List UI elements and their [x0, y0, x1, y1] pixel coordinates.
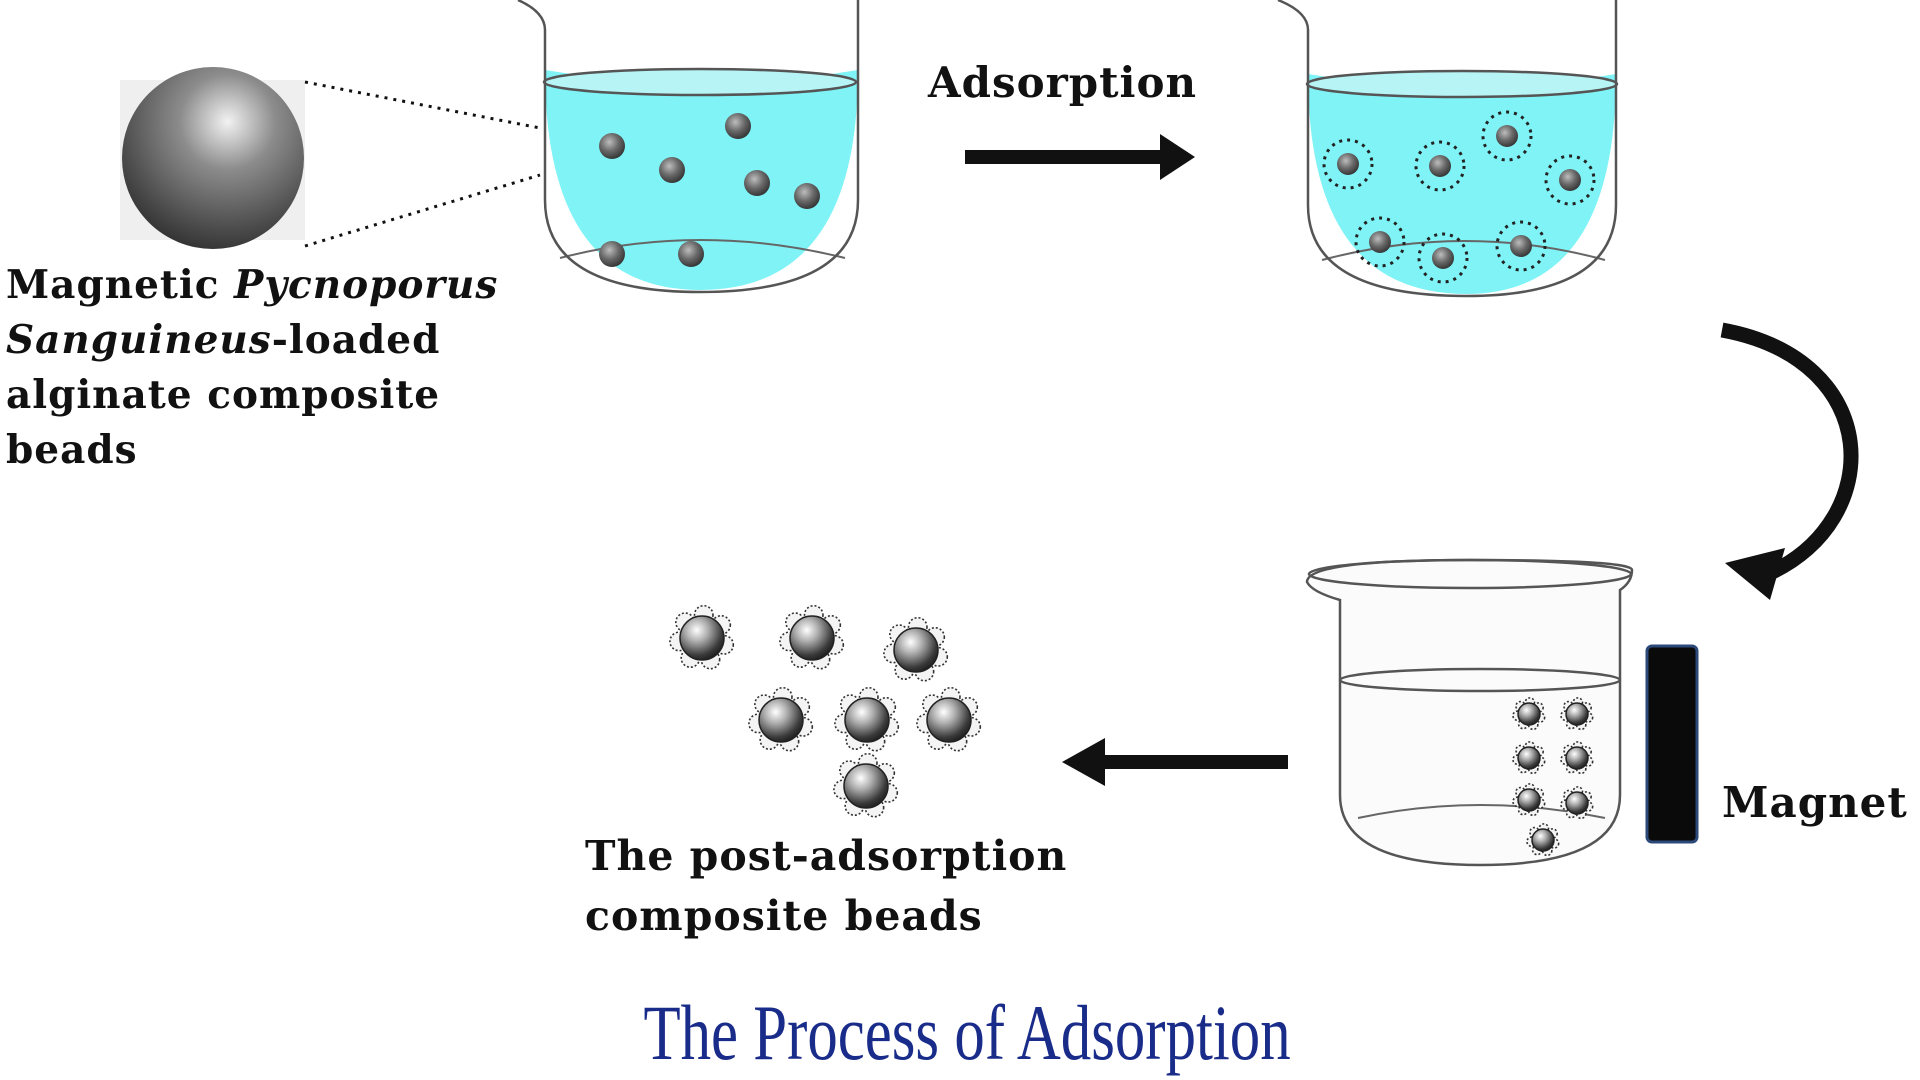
bead-icon [599, 133, 625, 159]
beaker-bottom-curve [559, 239, 846, 259]
arrow-left-icon [1062, 738, 1288, 786]
post-adsorption-bead-icon [1512, 783, 1546, 817]
beaker-magnet [1305, 558, 1634, 867]
post-adsorption-label: The post-adsorption composite beads [585, 826, 1067, 946]
bead-icon [744, 170, 770, 196]
coated-bead-icon [1495, 220, 1547, 272]
post-adsorption-bead-icon [834, 686, 900, 752]
beaker-outline [1277, 0, 1618, 298]
post-adsorption-bead-icon [1560, 697, 1594, 731]
coated-bead-icon [1414, 140, 1466, 192]
post-adsorption-bead-icon [1560, 786, 1594, 820]
post-adsorption-bead-icon [1526, 823, 1560, 857]
post-adsorption-bead-cluster [669, 604, 982, 818]
bead-icon [725, 113, 751, 139]
coated-bead-icon [1417, 232, 1469, 284]
coated-bead-icon [1354, 216, 1406, 268]
adsorption-label: Adsorption [928, 58, 1198, 107]
post-label-line: composite beads [585, 892, 983, 940]
solution-surface [542, 67, 858, 97]
post-label-line: The post-adsorption [585, 832, 1068, 880]
post-adsorption-bead-icon [1512, 697, 1546, 731]
post-adsorption-bead-icon [833, 752, 899, 818]
beaker-initial [517, 0, 860, 294]
beaker-outline [517, 0, 860, 294]
coated-bead-icon [1481, 110, 1533, 162]
beaker-adsorbed [1277, 0, 1619, 298]
coated-bead-icon [1322, 138, 1374, 190]
bead-icon [678, 241, 704, 267]
bead-label-line: Magnetic Pycnoporus [6, 262, 499, 308]
zoom-line-bottom [304, 173, 541, 248]
post-adsorption-bead-icon [1560, 741, 1594, 775]
solution-fill [545, 70, 858, 290]
curved-arrow-icon [1720, 322, 1859, 600]
coated-bead-icon [1544, 154, 1596, 206]
bead-group [1322, 110, 1596, 284]
bead-icon [794, 183, 820, 209]
bead-icon [599, 241, 625, 267]
water-line [1338, 667, 1622, 693]
bead-group [599, 113, 820, 267]
arrow-right-icon [965, 134, 1195, 180]
post-adsorption-bead-icon [779, 604, 845, 670]
post-adsorption-bead-icon [916, 686, 982, 752]
post-adsorption-bead-icon [1512, 741, 1546, 775]
bead-icon [659, 157, 685, 183]
bead-label-line: Sanguineus-loaded [6, 317, 441, 363]
bead-closeup [120, 67, 541, 249]
bead-label-line: alginate composite [6, 372, 441, 418]
beaker-rim [1307, 558, 1633, 590]
magnet-label: Magnet [1722, 778, 1908, 827]
solution-surface [1305, 69, 1619, 99]
sphere-icon [122, 67, 304, 249]
post-adsorption-bead-icon [669, 604, 735, 670]
zoom-line-top [304, 80, 541, 130]
bar-magnet-icon [1645, 644, 1699, 844]
diagram-title: The Process of Adsorption [643, 989, 1291, 1076]
bead-label-line: beads [6, 427, 138, 473]
post-adsorption-bead-icon [883, 616, 949, 682]
post-adsorption-bead-icon [748, 686, 814, 752]
bead-group [1512, 697, 1594, 857]
